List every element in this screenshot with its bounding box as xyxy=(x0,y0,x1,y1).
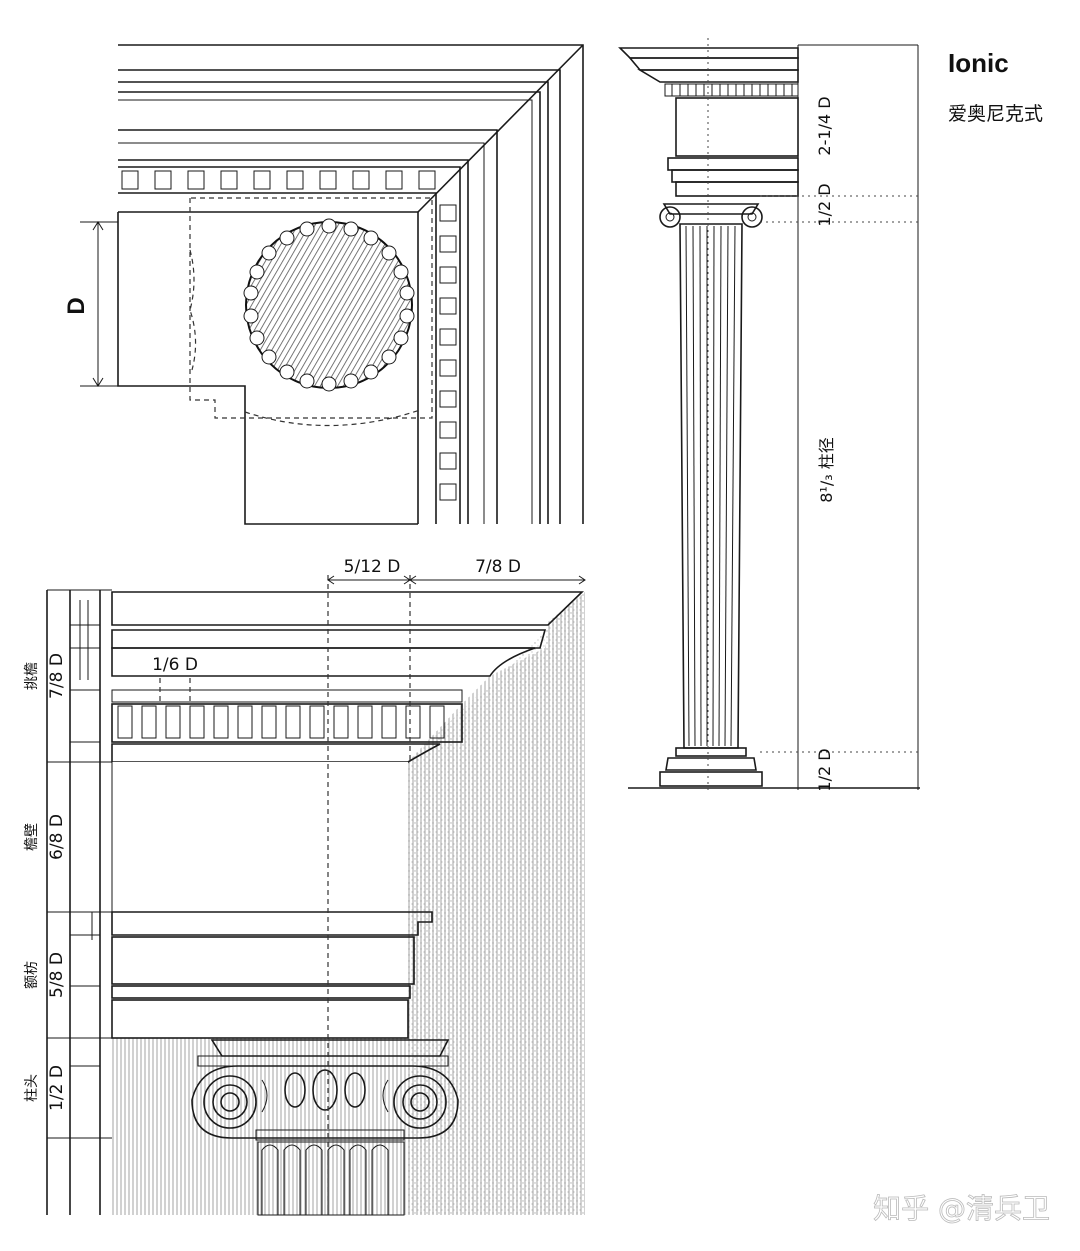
diameter-label: D xyxy=(63,297,90,314)
projection-a-label: 5/12 D xyxy=(344,557,401,577)
capital-name: 柱头 xyxy=(24,1074,40,1102)
shaft-flutes xyxy=(685,225,736,747)
column-elevation: 2-1/4 D 1/2 D 8¹/₃ 柱径 1/2 D xyxy=(618,38,920,792)
page-title: Ionic xyxy=(948,48,1009,78)
column-flutes xyxy=(243,218,415,392)
frieze-name: 檐壁 xyxy=(24,823,40,851)
plan-drawing: D xyxy=(63,44,584,525)
dentil-label: 1/6 D xyxy=(152,655,198,675)
frieze-dim: 6/8 D xyxy=(47,814,67,860)
capital-dim: 1/2 D xyxy=(47,1065,67,1111)
watermark: 知乎 @清兵卫 xyxy=(873,1192,1050,1225)
architrave-dim: 5/8 D xyxy=(47,952,67,998)
detail-dentils xyxy=(117,705,445,739)
base-height-label: 1/2 D xyxy=(815,748,834,791)
detail-flutes xyxy=(261,1144,389,1215)
capital-height-label: 1/2 D xyxy=(815,183,834,226)
entablature-height-label: 2-1/4 D xyxy=(815,96,834,155)
cornice-name: 挑檐 xyxy=(24,662,40,690)
shaft-height-label: 8¹/₃ 柱径 xyxy=(817,437,836,503)
plan-dentils xyxy=(121,170,457,501)
projection-b-label: 7/8 D xyxy=(475,557,521,577)
cornice-dim: 7/8 D xyxy=(47,653,67,699)
architrave-name: 额枋 xyxy=(24,961,40,989)
entablature-detail: 5/12 D 7/8 D 1/6 D 挑檐 7/8 D 檐壁 6/8 D xyxy=(24,557,586,1216)
ionic-volute xyxy=(191,1039,459,1141)
page-subtitle: 爱奥尼克式 xyxy=(948,103,1043,125)
